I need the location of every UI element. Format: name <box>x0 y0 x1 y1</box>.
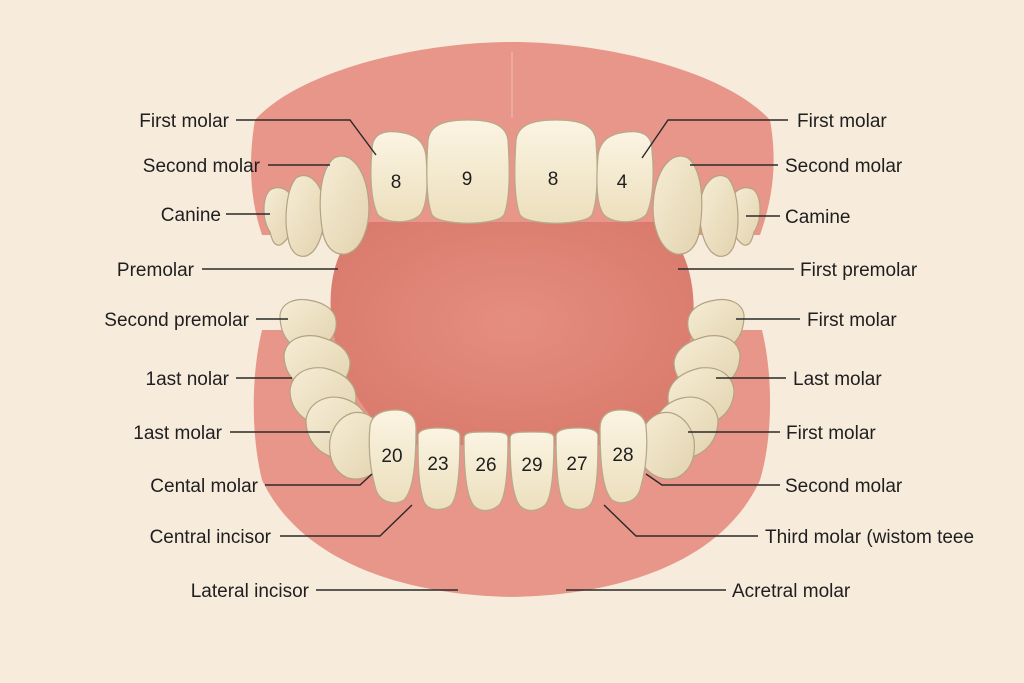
label-right-2: Second molar <box>785 156 903 177</box>
label-left-5: Second premolar <box>104 310 249 331</box>
left-labels: First molar Second molar Canine Premolar… <box>104 111 309 602</box>
upper-number-3: 8 <box>548 169 559 190</box>
label-right-10: Acretral molar <box>732 581 851 602</box>
upper-right-back-teeth <box>652 155 761 257</box>
label-right-5: First molar <box>807 310 897 331</box>
label-left-8: Cental molar <box>150 476 258 497</box>
label-left-10: Lateral incisor <box>191 581 310 602</box>
lower-tooth-4 <box>509 431 555 512</box>
label-right-4: First premolar <box>800 260 918 281</box>
label-left-7: 1ast molar <box>133 423 222 444</box>
label-left-6: 1ast nolar <box>146 369 230 390</box>
upper-tooth-1 <box>370 130 428 223</box>
leader-lines <box>202 119 800 591</box>
lower-tooth-1 <box>368 409 417 504</box>
lower-front-teeth <box>368 409 648 512</box>
label-left-3: Canine <box>161 205 221 226</box>
label-left-9: Central incisor <box>150 527 272 548</box>
label-right-3: Camine <box>785 207 850 228</box>
lower-number-6: 28 <box>612 445 633 466</box>
lower-tooth-numbers: 20 23 26 29 27 28 <box>381 445 633 476</box>
lower-right-back-teeth <box>639 298 745 480</box>
upper-number-4: 4 <box>617 172 628 193</box>
lower-tooth-2 <box>417 427 461 511</box>
upper-tooth-3 <box>514 119 598 224</box>
label-left-1: First molar <box>139 111 229 132</box>
upper-tooth-numbers: 8 9 8 4 <box>391 169 628 193</box>
upper-number-1: 8 <box>391 172 402 193</box>
lower-tooth-3 <box>463 431 509 512</box>
label-right-1: First molar <box>797 111 887 132</box>
label-right-7: First molar <box>786 423 876 444</box>
upper-number-2: 9 <box>462 169 473 190</box>
lower-number-2: 23 <box>427 454 448 475</box>
lower-number-5: 27 <box>566 454 587 475</box>
lower-number-4: 29 <box>521 455 542 476</box>
label-right-9: Third molar (wistom teee <box>765 527 974 548</box>
label-right-6: Last molar <box>793 369 882 390</box>
upper-tooth-4 <box>596 130 654 223</box>
lower-number-1: 20 <box>381 446 402 467</box>
lower-tooth-6 <box>599 409 648 504</box>
lower-tooth-5 <box>555 427 599 511</box>
lower-number-3: 26 <box>475 455 496 476</box>
upper-front-teeth <box>370 119 654 224</box>
mouth-interior <box>330 222 694 445</box>
upper-tooth-2 <box>426 119 510 224</box>
right-labels: First molar Second molar Camine First pr… <box>732 111 974 602</box>
label-left-4: Premolar <box>117 260 195 281</box>
label-left-2: Second molar <box>143 156 261 177</box>
label-right-8: Second molar <box>785 476 903 497</box>
upper-left-back-teeth <box>263 155 370 257</box>
